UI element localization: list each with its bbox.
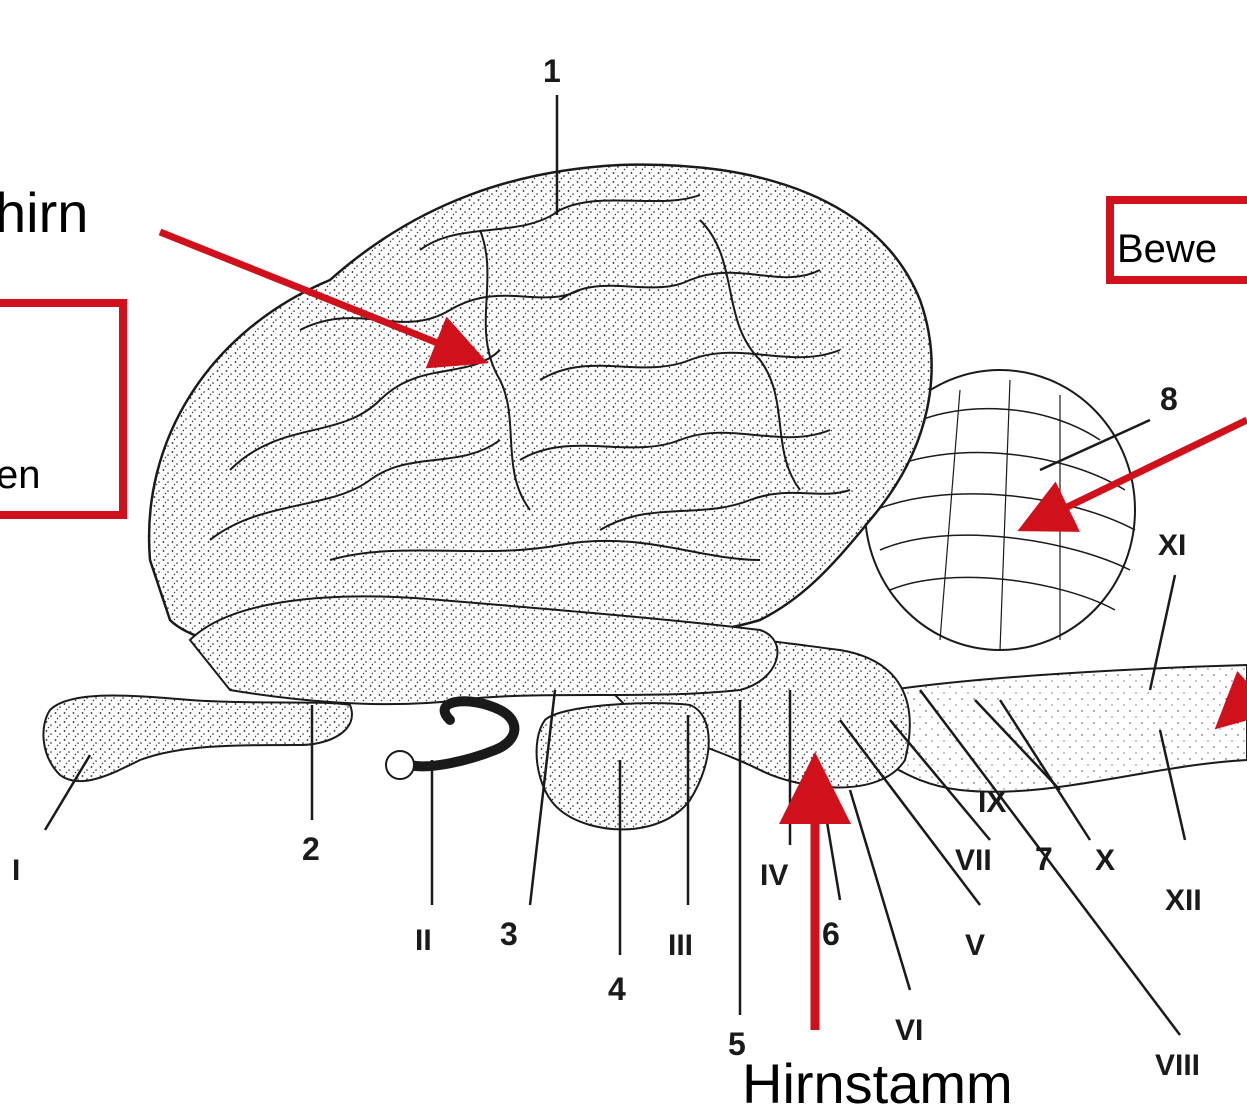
olfactory-bulb	[43, 696, 352, 782]
label-IX: IX	[978, 786, 1006, 819]
label-II: II	[415, 924, 432, 957]
label-I: I	[12, 854, 20, 887]
box-right-text: Bewe	[1117, 227, 1217, 271]
label-1: 1	[543, 53, 561, 89]
label-6: 6	[822, 916, 840, 952]
label-hirnstamm: Hirnstamm	[742, 1052, 1013, 1113]
label-2: 2	[302, 831, 320, 867]
box-left-text: en	[0, 453, 41, 497]
label-3: 3	[500, 916, 518, 952]
label-XII: XII	[1165, 884, 1202, 917]
label-VI: VI	[895, 1014, 923, 1047]
label-4: 4	[608, 971, 626, 1007]
label-X: X	[1095, 844, 1115, 877]
optic-nerve-cut	[386, 751, 414, 779]
label-8: 8	[1160, 381, 1178, 417]
label-XI: XI	[1158, 529, 1186, 562]
label-7: 7	[1035, 841, 1053, 877]
optic-nerve	[410, 701, 514, 766]
label-III: III	[668, 929, 693, 962]
label-VIII: VIII	[1155, 1049, 1200, 1082]
label-VII: VII	[955, 844, 992, 877]
label-V: V	[965, 929, 985, 962]
cerebrum	[149, 165, 932, 654]
label-hirn: hirn	[0, 181, 88, 244]
label-IV: IV	[760, 859, 788, 892]
pituitary	[537, 703, 709, 829]
